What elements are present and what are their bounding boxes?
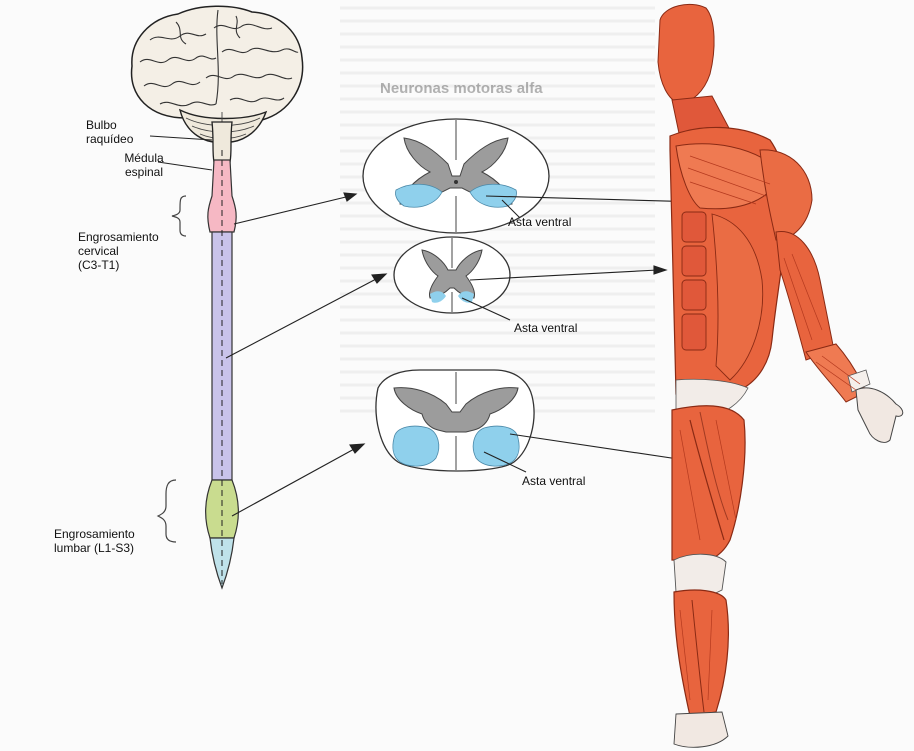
label-lumbar-line2: lumbar (L1-S3) bbox=[54, 541, 134, 555]
label-asta-ventral-cervical: Asta ventral bbox=[508, 215, 571, 229]
label-bulbo-line2: raquídeo bbox=[86, 132, 133, 146]
spinal-cross-section-icon bbox=[394, 237, 510, 313]
label-lumbar-line1: Engrosamiento bbox=[54, 527, 135, 541]
label-asta-ventral-thoracic: Asta ventral bbox=[514, 321, 577, 335]
label-cervical-line2: cervical bbox=[78, 244, 119, 258]
arrows-cord-to-section bbox=[226, 193, 386, 516]
spinal-cord-icon bbox=[206, 150, 239, 588]
label-bulbo-line1: Bulbo bbox=[86, 118, 117, 132]
label-medula-line1: Médula bbox=[116, 151, 172, 165]
spinal-cross-section-icon bbox=[376, 370, 534, 471]
lumbar-brace bbox=[158, 480, 176, 542]
label-medula-line2: espinal bbox=[116, 165, 172, 179]
label-cervical-line1: Engrosamiento bbox=[78, 230, 159, 244]
label-asta-ventral-lumbar: Asta ventral bbox=[522, 474, 585, 488]
label-cervical-line3: (C3-T1) bbox=[78, 258, 119, 272]
brain-icon bbox=[132, 6, 303, 162]
cervical-brace bbox=[172, 196, 186, 236]
muscle-figure-icon bbox=[658, 4, 903, 747]
